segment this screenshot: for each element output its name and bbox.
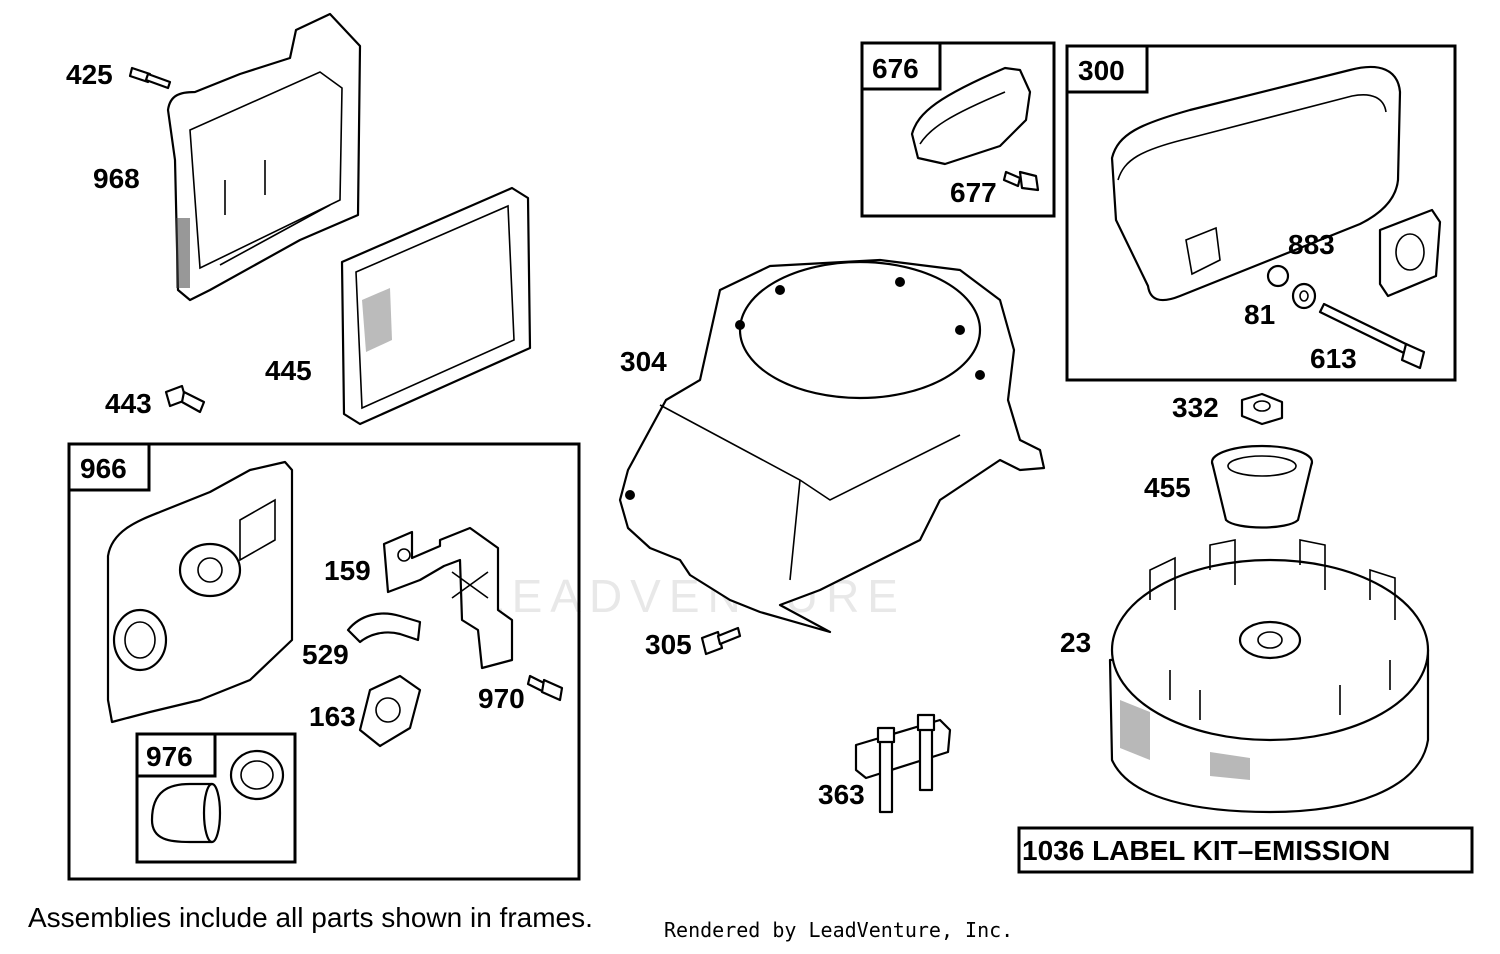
part-label-883[interactable]: 883 [1288, 229, 1335, 260]
frame-300: 300 [1065, 44, 1457, 382]
part-label-163[interactable]: 163 [309, 701, 356, 732]
primer-bulb-976-drawing [150, 749, 285, 844]
part-label-677[interactable]: 677 [950, 177, 997, 208]
part-label-332[interactable]: 332 [1172, 392, 1219, 423]
bolt-613-drawing [1318, 302, 1426, 370]
part-label-976[interactable]: 976 [146, 741, 193, 772]
muffler-300-drawing [1110, 65, 1402, 302]
frame-966: 966 [67, 442, 581, 881]
part-label-966[interactable]: 966 [80, 453, 127, 484]
part-label-305[interactable]: 305 [645, 629, 692, 660]
flywheel-23-drawing [1108, 539, 1430, 814]
assemblies-note: Assemblies include all parts shown in fr… [28, 902, 593, 933]
part-label-968[interactable]: 968 [93, 163, 140, 194]
starter-cup-455-drawing [1210, 444, 1314, 529]
part-label-159[interactable]: 159 [324, 555, 371, 586]
gasket-883-drawing [1378, 208, 1442, 298]
frame-976: 976 [135, 732, 297, 864]
hose-529-drawing [346, 612, 422, 644]
air-cleaner-base-968-drawing [166, 12, 362, 302]
part-label-443[interactable]: 443 [105, 388, 152, 419]
screw-443-drawing [164, 384, 206, 414]
air-filter-445-drawing [340, 186, 532, 426]
part-label-425[interactable]: 425 [66, 59, 113, 90]
part-label-445[interactable]: 445 [265, 355, 312, 386]
stud-bracket-363-drawing [854, 713, 952, 814]
part-label-363[interactable]: 363 [818, 779, 865, 810]
label-kit-text: 1036 LABEL KIT–EMISSION [1022, 835, 1390, 866]
part-label-81[interactable]: 81 [1244, 299, 1275, 330]
screw-425-drawing [128, 66, 172, 90]
blower-housing-304-drawing [618, 258, 1046, 634]
bracket-159-drawing [382, 526, 514, 670]
part-label-676[interactable]: 676 [872, 53, 919, 84]
rendered-by-credit: Rendered by LeadVenture, Inc. [664, 918, 1014, 942]
part-label-970[interactable]: 970 [478, 683, 525, 714]
part-label-455[interactable]: 455 [1144, 472, 1191, 503]
heat-shield-676-drawing [910, 66, 1032, 166]
part-label-23[interactable]: 23 [1060, 627, 1091, 658]
part-label-304[interactable]: 304 [620, 346, 667, 377]
washers-81-drawing [1266, 264, 1317, 310]
part-label-529[interactable]: 529 [302, 639, 349, 670]
label-kit-box: 1036 LABEL KIT–EMISSION [1017, 826, 1474, 874]
frame-676: 676 [860, 41, 1056, 218]
part-label-300[interactable]: 300 [1078, 55, 1125, 86]
part-label-613[interactable]: 613 [1310, 343, 1357, 374]
gasket-163-drawing [358, 674, 422, 748]
screw-677-drawing [1002, 170, 1040, 192]
screw-305-drawing [700, 626, 742, 656]
nut-332-drawing [1240, 392, 1284, 426]
screw-970-drawing [526, 674, 564, 702]
carburetor-body-966-drawing [106, 460, 294, 724]
